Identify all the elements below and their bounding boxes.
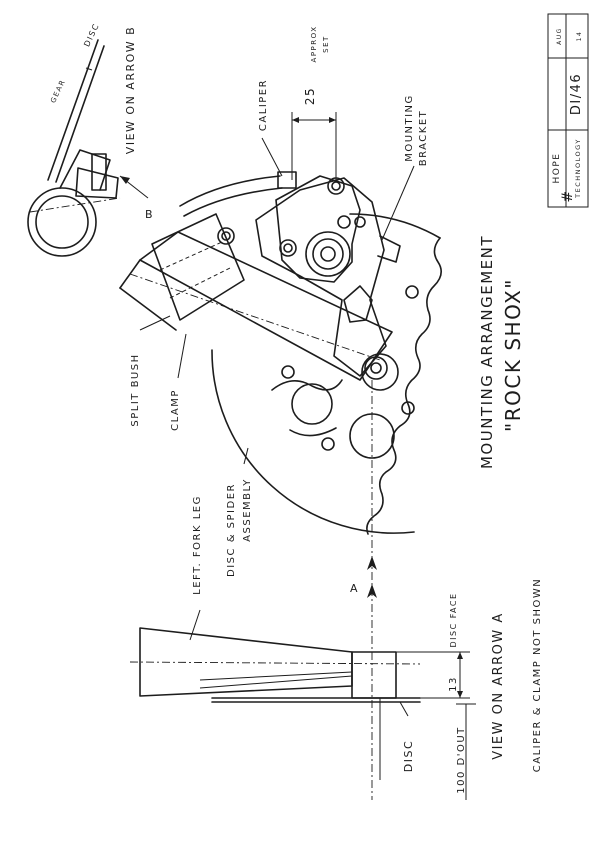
arrow-b-head-icon <box>120 176 130 184</box>
dim-25-value: 25 <box>303 87 317 105</box>
fork-taper-line <box>199 671 353 681</box>
bracket-slot <box>343 285 373 323</box>
product-title: "ROCK SHOX" <box>501 278 525 432</box>
disc-edge-line <box>55 45 105 183</box>
caliper-bolt <box>279 239 297 257</box>
mounting-bracket-label-2: BRACKET <box>418 110 429 167</box>
clamp-ring <box>27 187 97 257</box>
arrow-a-label: A <box>350 582 359 595</box>
spider-arm <box>289 427 337 437</box>
hash-mark: # <box>560 189 576 202</box>
drawing-number: DI/46 <box>569 73 584 115</box>
disc-spider-label: DISC & SPIDER <box>226 483 237 577</box>
date-month: AUG <box>556 27 563 45</box>
hub-block <box>351 651 397 699</box>
view-b: VIEW ON ARROW B DISC GEAR <box>27 22 149 257</box>
disc-edge-line <box>47 39 99 181</box>
bracket-bolt-inner <box>370 362 382 374</box>
main-assembly: 25 APPROX SET CALIPER MOUNTING BRACKET B… <box>119 26 442 800</box>
bracket-leader <box>381 165 415 241</box>
bracket-pin <box>354 216 366 228</box>
set-label: SET <box>322 35 330 53</box>
fork-leg-body <box>139 231 393 381</box>
caliper-bolt-inner <box>331 181 341 191</box>
disc-wave-cut <box>366 237 442 535</box>
caliper-body-view-b <box>75 167 119 199</box>
left-fork-leg-label: LEFT. FORK LEG <box>192 495 203 595</box>
dim-arrow-icon <box>457 691 463 698</box>
disc-top-label: DISC <box>82 22 101 49</box>
fork-side-centre <box>129 661 421 665</box>
caliper-piston-core <box>320 246 336 262</box>
bolt-hole <box>281 365 295 379</box>
split-bush-leader <box>139 315 171 331</box>
disc-hole <box>291 383 333 425</box>
bolt-hole <box>401 401 415 415</box>
centre-line <box>29 197 121 213</box>
caliper-piston <box>305 231 351 277</box>
bracket-tab <box>377 235 401 263</box>
arrow-b-label: B <box>145 208 154 221</box>
disc-leader <box>399 701 409 717</box>
fork-leg-leader <box>189 609 201 641</box>
caliper-leader <box>261 137 283 177</box>
split-bush-line <box>159 241 223 271</box>
dim-arrow-icon <box>457 652 463 659</box>
clamp-bolt <box>217 227 235 245</box>
title-block-border <box>547 13 589 208</box>
clamp-ring-inner <box>35 195 89 249</box>
clamp-leader <box>177 333 187 379</box>
clamp-label: CLAMP <box>170 389 181 431</box>
title-block: HOPE TECHNOLOGY DI/46 AUG 14 <box>547 13 589 208</box>
fork-centre-line <box>129 273 381 361</box>
gear-label: GEAR <box>49 78 67 104</box>
brake-hose <box>183 187 283 217</box>
view-a: 13 DISC FACE 100 D'OUT DISC VIEW ON ARRO… <box>129 578 543 800</box>
view-arrow-b-label: VIEW ON ARROW B <box>124 26 137 154</box>
spider-arm <box>271 379 343 391</box>
dim-13-value: 13 <box>448 676 459 692</box>
fork-leg-side <box>139 627 353 697</box>
bolt-hole <box>321 437 335 451</box>
clamp-block <box>151 213 245 321</box>
caliper-clamp-note: CALIPER & CLAMP NOT SHOWN <box>532 578 543 773</box>
arrow-a-head-icon <box>367 556 377 570</box>
caliper-label: CALIPER <box>258 79 269 131</box>
disc-outer-edge <box>211 349 415 534</box>
disc-spider-label-2: ASSEMBLY <box>242 478 253 542</box>
caliper-block <box>91 153 107 191</box>
mounting-arrangement-title: MOUNTING ARRANGEMENT <box>478 235 496 469</box>
date-year: 14 <box>576 31 583 42</box>
dia-100-label: 100 D'OUT <box>456 726 467 794</box>
caliper-pin <box>337 215 351 229</box>
arrow-a-head-icon <box>367 584 377 598</box>
view-arrow-a-label: VIEW ON ARROW A <box>491 612 506 760</box>
brake-hose <box>179 175 281 207</box>
dim-arrow-icon <box>329 117 336 123</box>
bracket-bolt <box>364 356 388 380</box>
dim-arrow-icon <box>292 117 299 123</box>
clamp-bolt-inner <box>221 231 231 241</box>
company-name: HOPE <box>552 153 562 184</box>
caliper-bolt-inner <box>283 243 293 253</box>
mounting-bracket <box>255 177 387 377</box>
fork-leg-edge <box>119 287 177 331</box>
disc-face-label: DISC FACE <box>449 592 458 647</box>
hose-fitting <box>277 171 297 189</box>
bolt-hole <box>405 285 419 299</box>
split-bush-label: SPLIT BUSH <box>130 353 141 426</box>
mounting-bracket-label: MOUNTING <box>404 94 415 162</box>
caliper-arm-view-b <box>59 149 111 191</box>
caliper-body <box>275 175 361 283</box>
caliper-piston-inner <box>312 238 344 270</box>
disc-spider-leader <box>243 447 249 465</box>
fork-taper-line <box>199 675 353 689</box>
approx-label: APPROX <box>310 26 318 63</box>
disc-bottom-label: DISC <box>402 740 415 772</box>
company-name-sub: TECHNOLOGY <box>574 138 582 199</box>
leader-line <box>85 67 93 71</box>
